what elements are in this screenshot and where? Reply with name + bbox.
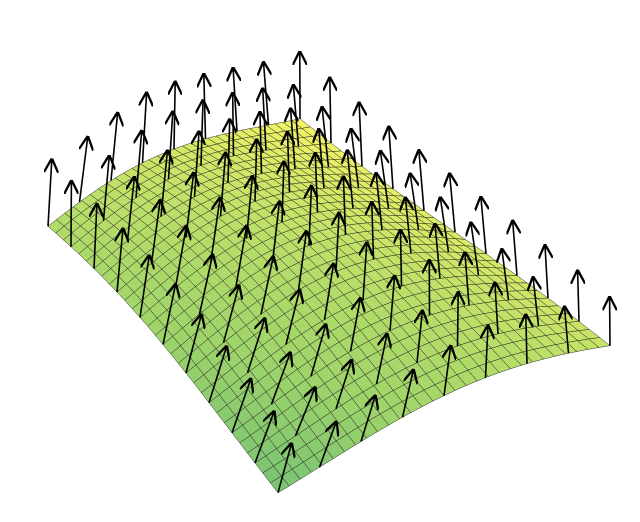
normal-vector-arrow	[104, 156, 110, 221]
normal-vector-arrow	[139, 256, 149, 318]
normal-vector-arrow	[235, 226, 247, 287]
normal-vector-arrow	[481, 197, 486, 254]
normal-vector-arrow	[471, 223, 479, 276]
normal-vector-arrow	[417, 311, 422, 363]
normal-vector-arrow	[565, 307, 569, 354]
normal-vector-arrow	[299, 232, 307, 291]
normal-vectors	[48, 52, 610, 493]
surface-mesh	[47, 118, 611, 493]
normal-vector-arrow	[294, 388, 316, 437]
normal-vector-arrow	[204, 74, 206, 139]
normal-vector-arrow	[363, 243, 367, 301]
normal-vector-arrow	[246, 319, 265, 374]
normal-vector-arrow	[323, 264, 334, 320]
normal-vector-arrow	[255, 140, 257, 202]
normal-vector-arrow	[48, 160, 52, 227]
normal-vector-arrow	[435, 224, 440, 279]
normal-vector-arrow	[169, 112, 173, 180]
normal-vector-arrow	[578, 271, 579, 322]
normal-vector-arrow	[389, 127, 393, 189]
normal-vector-arrow	[231, 379, 251, 434]
normal-vector-arrow	[198, 255, 213, 315]
normal-vector-arrow	[254, 412, 274, 464]
normal-vector-arrow	[465, 253, 469, 306]
normal-vector-arrow	[162, 285, 176, 345]
normal-vector-arrow	[330, 78, 331, 144]
normal-vector-arrow	[174, 226, 187, 288]
normal-vector-arrow	[401, 370, 414, 418]
normal-vector-arrow	[318, 422, 337, 468]
normal-vector-arrow	[513, 221, 517, 276]
normal-vector-arrow	[78, 137, 88, 203]
normal-vector-arrow	[233, 93, 234, 157]
normal-vector-arrow	[185, 315, 201, 374]
normal-vector-arrow	[260, 257, 273, 315]
normal-vector-arrow	[222, 286, 239, 343]
normal-vector-arrow	[410, 174, 420, 231]
normal-vector-arrow	[273, 202, 280, 263]
normal-vector-arrow	[390, 276, 395, 331]
normal-vector-arrow	[359, 103, 362, 167]
normal-vector-arrow	[208, 347, 227, 403]
normal-vector-arrow	[210, 198, 220, 261]
normal-vector-arrow	[335, 360, 351, 410]
normal-vector-arrow	[150, 201, 161, 264]
normal-vector-arrow	[486, 326, 489, 378]
normal-vector-arrow	[502, 250, 509, 301]
normal-vector-arrow	[401, 230, 402, 287]
normal-vector-arrow	[315, 154, 317, 213]
normal-vector-arrow	[360, 396, 375, 442]
normal-vector-arrow	[94, 204, 97, 269]
normal-vector-arrow	[440, 198, 448, 253]
normal-vector-arrow	[270, 353, 291, 405]
normal-vector-arrow	[277, 444, 291, 493]
normal-vector-arrow	[405, 198, 411, 254]
normal-vector-arrow	[545, 246, 548, 299]
normal-vector-arrow	[419, 151, 424, 211]
normal-vector-arrow	[533, 278, 538, 327]
normal-vector-arrow	[375, 334, 388, 385]
normal-vector-arrow	[450, 174, 455, 233]
normal-vector-arrow	[310, 325, 326, 377]
normal-vector-arrow	[458, 293, 459, 346]
normal-vector-arrow	[444, 346, 451, 396]
normal-vector-arrow	[111, 113, 118, 181]
normal-vector-arrow	[349, 299, 361, 352]
normal-vector-arrow	[117, 229, 123, 293]
normal-vector-arrow	[174, 82, 175, 150]
normal-vector-arrow	[526, 315, 527, 364]
normal-vector-arrow	[143, 93, 147, 163]
normal-vector-arrow	[285, 290, 300, 345]
normal-vector-arrow	[495, 283, 498, 334]
